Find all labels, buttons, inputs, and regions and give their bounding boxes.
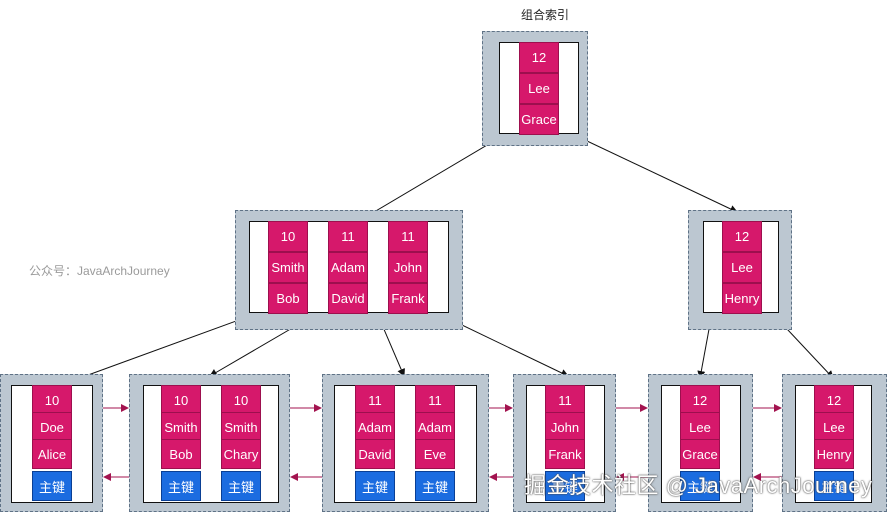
age-cell: 11 xyxy=(388,221,428,252)
primary-key-cell: 主键 xyxy=(814,471,854,501)
age-cell: 10 xyxy=(161,385,201,415)
child-pointer-arrow xyxy=(68,312,259,384)
age-cell: 11 xyxy=(545,385,585,415)
primary-key-cell: 主键 xyxy=(680,471,720,501)
age-cell: 11 xyxy=(355,385,395,415)
last-name-cell: Lee xyxy=(680,412,720,442)
age-cell: 12 xyxy=(680,385,720,415)
diagram-title: 组合索引 xyxy=(520,8,569,22)
child-pointer-arrow xyxy=(567,131,738,213)
last-name-cell: Lee xyxy=(519,73,559,104)
first-name-cell: Henry xyxy=(814,439,854,469)
last-name-cell: Smith xyxy=(221,412,261,442)
last-name-cell: Smith xyxy=(161,412,201,442)
watermark-left: 公众号：JavaArchJourney xyxy=(29,264,170,278)
child-pointer-arrow xyxy=(363,131,510,219)
last-name-cell: Adam xyxy=(328,252,368,283)
first-name-cell: David xyxy=(355,439,395,469)
first-name-cell: Grace xyxy=(680,439,720,469)
first-name-cell: Frank xyxy=(388,283,428,314)
first-name-cell: Bob xyxy=(268,283,308,314)
first-name-cell: Bob xyxy=(161,439,201,469)
first-name-cell: David xyxy=(328,283,368,314)
last-name-cell: Smith xyxy=(268,252,308,283)
age-cell: 10 xyxy=(32,385,72,415)
primary-key-cell: 主键 xyxy=(161,471,201,501)
age-cell: 12 xyxy=(519,42,559,73)
last-name-cell: Adam xyxy=(355,412,395,442)
last-name-cell: John xyxy=(545,412,585,442)
primary-key-cell: 主键 xyxy=(545,471,585,501)
primary-key-cell: 主键 xyxy=(415,471,455,501)
watermark-bottom: 掘金技术社区 @ JavaArchJourney xyxy=(524,473,873,498)
last-name-cell: John xyxy=(388,252,428,283)
primary-key-cell: 主键 xyxy=(32,471,72,501)
age-cell: 12 xyxy=(722,221,762,252)
age-cell: 11 xyxy=(415,385,455,415)
age-cell: 10 xyxy=(268,221,308,252)
last-name-cell: Lee xyxy=(814,412,854,442)
first-name-cell: Grace xyxy=(519,104,559,135)
last-name-cell: Adam xyxy=(415,412,455,442)
last-name-cell: Doe xyxy=(32,412,72,442)
age-cell: 10 xyxy=(221,385,261,415)
last-name-cell: Lee xyxy=(722,252,762,283)
primary-key-cell: 主键 xyxy=(221,471,261,501)
first-name-cell: Henry xyxy=(722,283,762,314)
first-name-cell: Chary xyxy=(221,439,261,469)
first-name-cell: Alice xyxy=(32,439,72,469)
first-name-cell: Eve xyxy=(415,439,455,469)
primary-key-cell: 主键 xyxy=(355,471,395,501)
age-cell: 11 xyxy=(328,221,368,252)
first-name-cell: Frank xyxy=(545,439,585,469)
age-cell: 12 xyxy=(814,385,854,415)
